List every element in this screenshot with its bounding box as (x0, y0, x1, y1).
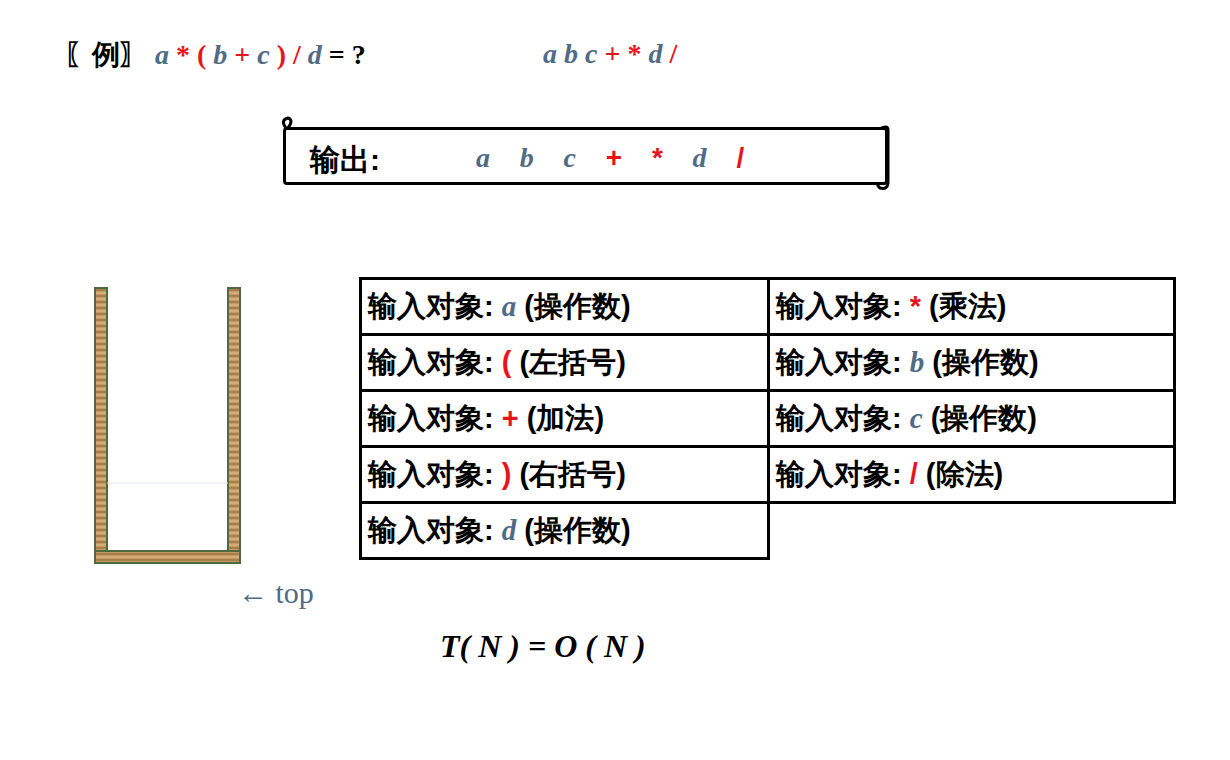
output-scroll: 输出: a b c + * d / (283, 127, 888, 185)
postfix-result: a b c + * d / (543, 38, 677, 70)
output-heading: 输出: (310, 140, 380, 181)
table-cell: 输入对象: c (操作数) (767, 389, 1176, 448)
complexity-formula: T( N ) = O ( N ) (440, 628, 646, 665)
table-cell: 输入对象: / (除法) (767, 445, 1176, 504)
table-cell: 输入对象: ( (左括号) (359, 333, 770, 392)
output-sequence: a b c + * d / (476, 142, 744, 174)
stack-container (95, 288, 240, 563)
table-cell: 输入对象: ) (右括号) (359, 445, 770, 504)
example-title: 〖例〗 a * ( b + c ) / d = ? (64, 36, 366, 74)
scroll-curls (283, 118, 888, 188)
table-cell: 输入对象: a (操作数) (359, 277, 770, 336)
table-cell: 输入对象: + (加法) (359, 389, 770, 448)
table-cell: 输入对象: b (操作数) (767, 333, 1176, 392)
top-pointer: ← top (238, 576, 314, 610)
table-cell: 输入对象: * (乘法) (767, 277, 1176, 336)
table-cell: 输入对象: d (操作数) (359, 501, 770, 560)
